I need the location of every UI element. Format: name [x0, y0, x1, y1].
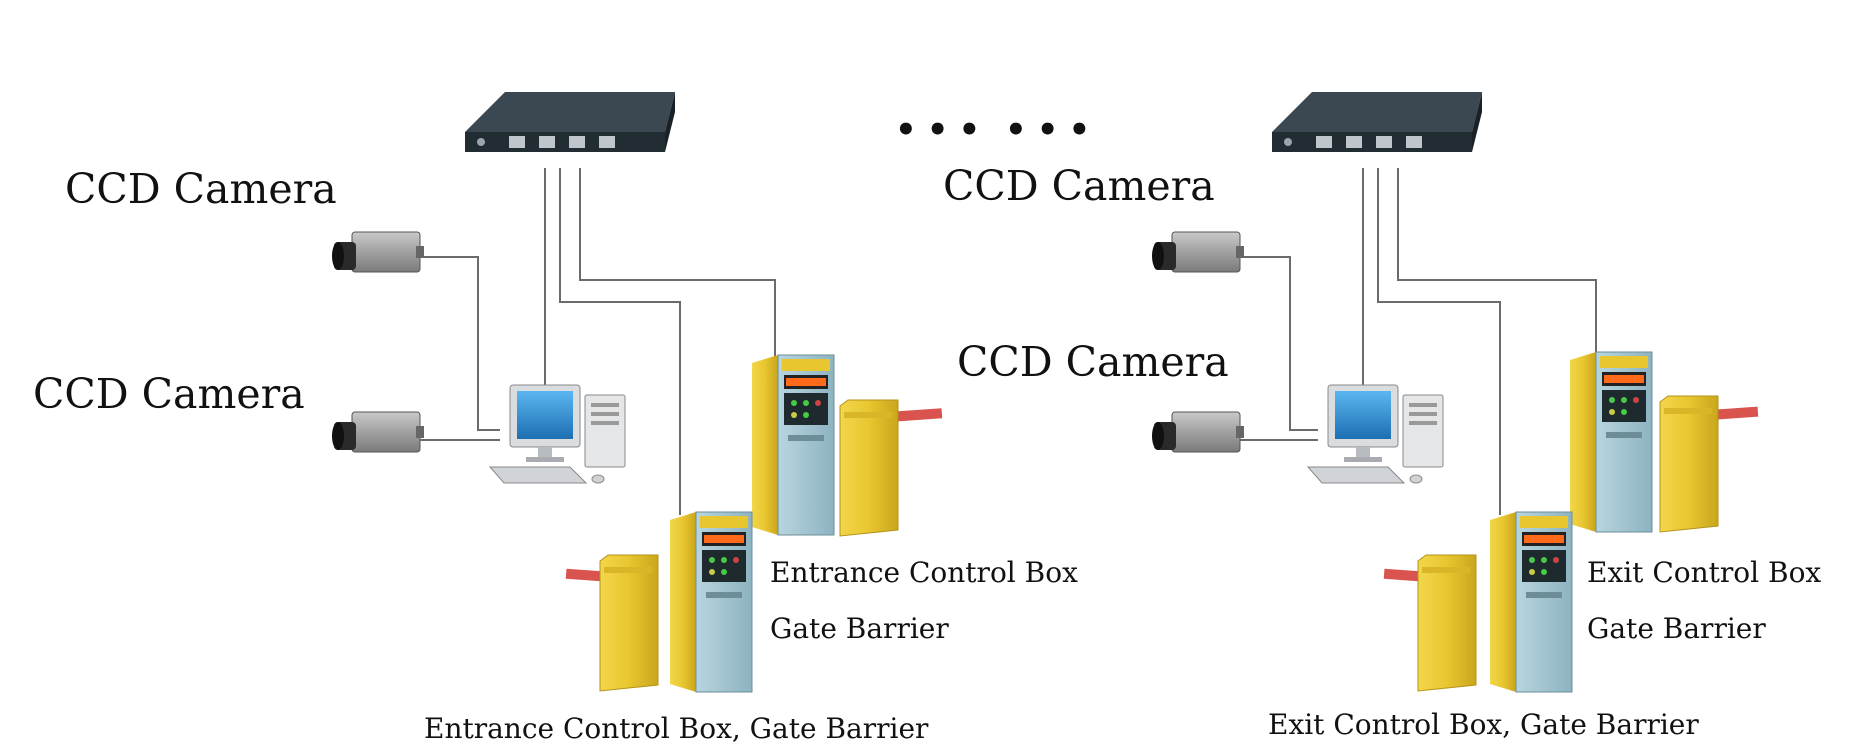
exit-box-label: Exit Control Box [1587, 556, 1822, 589]
entrance-rear-gate-barrier [839, 399, 899, 537]
left-computer-icon [489, 384, 626, 484]
left-camera-bottom-label: CCD Camera [33, 370, 305, 418]
right-wires [1188, 168, 1597, 515]
entrance-caption: Entrance Control Box, Gate Barrier [424, 712, 929, 745]
right-computer-icon [1307, 384, 1444, 484]
entrance-box-label: Entrance Control Box [770, 556, 1078, 589]
exit-rear-barrier-arm [1709, 406, 1759, 420]
exit-rear-gate-barrier [1659, 395, 1719, 533]
right-camera-bottom-label: CCD Camera [957, 338, 1229, 386]
left-camera-bottom-icon [331, 411, 425, 453]
right-camera-top-label: CCD Camera [943, 162, 1215, 210]
entrance-gate-label: Gate Barrier [770, 612, 949, 645]
left-wires [368, 168, 776, 515]
entrance-rear-barrier-arm [887, 408, 943, 422]
entrance-rear-control-box [751, 354, 835, 536]
left-camera-top-icon [331, 231, 425, 273]
right-camera-top-icon [1151, 231, 1245, 273]
left-site [331, 92, 943, 693]
exit-gate-label: Gate Barrier [1587, 612, 1766, 645]
exit-caption: Exit Control Box, Gate Barrier [1268, 708, 1699, 741]
right-camera-bottom-icon [1151, 411, 1245, 453]
exit-front-control-box [1489, 511, 1573, 693]
exit-front-gate-barrier [1417, 554, 1477, 692]
right-network-switch [1272, 92, 1482, 152]
exit-rear-control-box [1569, 351, 1653, 533]
entrance-front-control-box [669, 511, 753, 693]
left-camera-top-label: CCD Camera [65, 165, 337, 213]
ellipsis-right: ••• [1005, 110, 1101, 150]
ellipsis-left: ••• [895, 110, 991, 150]
right-site [1151, 92, 1759, 693]
entrance-front-gate-barrier [599, 554, 659, 692]
left-network-switch [465, 92, 675, 152]
